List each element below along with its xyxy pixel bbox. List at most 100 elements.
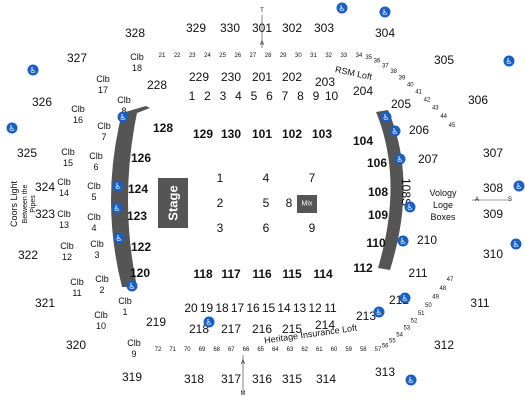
row-top-4[interactable]: 4	[235, 89, 242, 103]
section-330[interactable]: 330	[220, 21, 240, 35]
section-228[interactable]: 228	[147, 78, 167, 92]
club-3-label[interactable]: Clb	[90, 239, 104, 249]
section-319[interactable]: 319	[122, 370, 142, 384]
section-229[interactable]: 229	[189, 70, 209, 84]
club-7-number[interactable]: 7	[101, 132, 106, 142]
club-9-label[interactable]: Clb	[127, 338, 141, 348]
floor-section-4[interactable]: 4	[263, 171, 270, 185]
section-110[interactable]: 110	[366, 236, 386, 250]
club-9-number[interactable]: 9	[131, 349, 136, 359]
section-328[interactable]: 328	[125, 26, 145, 40]
row-top-6[interactable]: 6	[266, 89, 273, 103]
section-230[interactable]: 230	[221, 70, 241, 84]
club-11-number[interactable]: 11	[72, 288, 81, 298]
section-219[interactable]: 219	[146, 315, 166, 329]
stage[interactable]	[158, 178, 188, 228]
section-207[interactable]: 207	[418, 152, 438, 166]
row-bottom-18[interactable]: 18	[215, 301, 229, 315]
section-320[interactable]: 320	[66, 338, 86, 352]
floor-section-5[interactable]: 5	[263, 196, 270, 210]
section-126[interactable]: 126	[131, 151, 151, 165]
section-202[interactable]: 202	[282, 70, 302, 84]
row-bottom-19[interactable]: 19	[200, 301, 214, 315]
section-217[interactable]: 217	[221, 322, 241, 336]
section-327[interactable]: 327	[67, 51, 87, 65]
section-206[interactable]: 206	[409, 123, 429, 137]
club-10-label[interactable]: Clb	[94, 310, 108, 320]
club-16-number[interactable]: 16	[73, 115, 83, 125]
club-6-label[interactable]: Clb	[89, 151, 103, 161]
section-312[interactable]: 312	[434, 338, 454, 352]
section-216[interactable]: 216	[252, 322, 272, 336]
row-top-8[interactable]: 8	[297, 89, 304, 103]
section-114[interactable]: 114	[313, 267, 333, 281]
section-304[interactable]: 304	[375, 26, 395, 40]
section-203[interactable]: 203	[315, 75, 335, 89]
club-10-number[interactable]: 10	[96, 321, 106, 331]
section-329[interactable]: 329	[186, 21, 206, 35]
club-12-label[interactable]: Clb	[60, 241, 74, 251]
section-118[interactable]: 118	[193, 267, 213, 281]
row-bottom-12[interactable]: 12	[308, 301, 322, 315]
section-324[interactable]: 324	[35, 180, 55, 194]
row-top-7[interactable]: 7	[282, 89, 289, 103]
section-306[interactable]: 306	[468, 93, 488, 107]
row-bottom-16[interactable]: 16	[246, 301, 260, 315]
club-8-number[interactable]: 8	[121, 106, 126, 116]
section-211[interactable]: 211	[408, 266, 427, 280]
club-16-label[interactable]: Clb	[71, 104, 85, 114]
row-bottom-13[interactable]: 13	[293, 301, 307, 315]
section-104[interactable]: 104	[353, 134, 373, 148]
club-17-label[interactable]: Clb	[96, 74, 110, 84]
section-301[interactable]: 301	[252, 21, 272, 35]
floor-section-8[interactable]: 8	[286, 196, 293, 210]
club-1-number[interactable]: 1	[122, 307, 127, 317]
row-top-2[interactable]: 2	[204, 89, 211, 103]
club-15-label[interactable]: Clb	[61, 147, 75, 157]
club-3-number[interactable]: 3	[94, 250, 99, 260]
floor-section-9[interactable]: 9	[309, 221, 316, 235]
section-214[interactable]: 214	[315, 318, 335, 332]
club-4-label[interactable]: Clb	[87, 212, 101, 222]
club-13-label[interactable]: Clb	[57, 209, 71, 219]
section-215[interactable]: 215	[282, 322, 302, 336]
section-120[interactable]: 120	[130, 266, 150, 280]
club-14-number[interactable]: 14	[59, 188, 69, 198]
section-318[interactable]: 318	[184, 372, 204, 386]
club-14-label[interactable]: Clb	[57, 177, 71, 187]
section-302[interactable]: 302	[282, 21, 302, 35]
section-218[interactable]: 218	[189, 322, 209, 336]
club-8-label[interactable]: Clb	[117, 95, 131, 105]
club-2-label[interactable]: Clb	[95, 274, 109, 284]
section-321[interactable]: 321	[35, 296, 55, 310]
section-106[interactable]: 106	[367, 156, 387, 170]
section-310[interactable]: 310	[483, 247, 503, 261]
club-2-number[interactable]: 2	[99, 285, 104, 295]
row-top-3[interactable]: 3	[220, 89, 227, 103]
club-5-label[interactable]: Clb	[87, 181, 101, 191]
row-top-5[interactable]: 5	[251, 89, 258, 103]
section-325[interactable]: 325	[17, 146, 37, 160]
section-123[interactable]: 123	[127, 209, 147, 223]
section-323[interactable]: 323	[35, 207, 55, 221]
club-1-label[interactable]: Clb	[118, 296, 132, 306]
section-316[interactable]: 316	[252, 372, 272, 386]
section-112[interactable]: 112	[353, 261, 373, 275]
club-11-label[interactable]: Clb	[70, 277, 84, 287]
floor-section-3[interactable]: 3	[217, 221, 224, 235]
row-bottom-15[interactable]: 15	[262, 301, 276, 315]
section-204[interactable]: 204	[353, 84, 373, 98]
floor-section-1[interactable]: 1	[217, 171, 224, 185]
row-bottom-14[interactable]: 14	[277, 301, 291, 315]
club-18-number[interactable]: 18	[132, 63, 142, 73]
club-7-label[interactable]: Clb	[97, 121, 111, 131]
club-15-number[interactable]: 15	[63, 158, 73, 168]
section-108S[interactable]: 108S	[399, 178, 413, 206]
section-117[interactable]: 117	[221, 267, 241, 281]
section-326[interactable]: 326	[32, 95, 52, 109]
section-303[interactable]: 303	[314, 21, 334, 35]
section-201[interactable]: 201	[252, 70, 272, 84]
row-bottom-11[interactable]: 11	[324, 301, 337, 315]
section-109[interactable]: 109	[368, 208, 388, 222]
section-210[interactable]: 210	[417, 233, 437, 247]
